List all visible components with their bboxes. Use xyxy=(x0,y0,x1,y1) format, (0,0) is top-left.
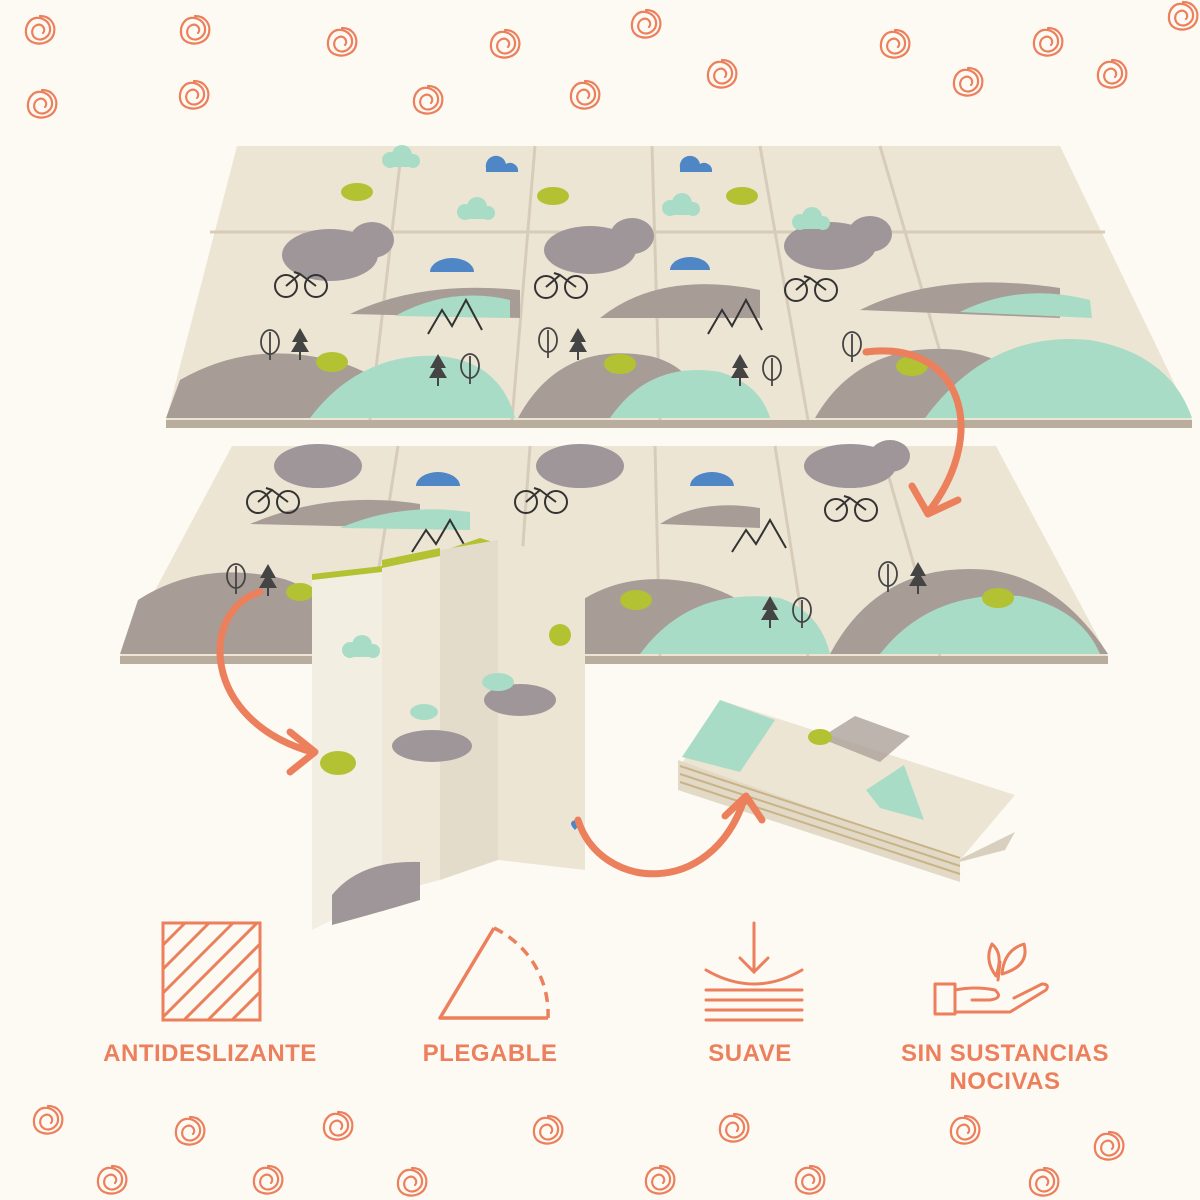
hand-leaves-icon xyxy=(933,942,1049,1016)
mat-accordion-folded xyxy=(312,538,585,930)
scribble-dots-top xyxy=(24,0,1199,119)
soft-layers-arrow-icon xyxy=(704,921,804,1022)
feature-label-antideslizante: ANTIDESLIZANTE xyxy=(103,1040,317,1067)
mat-compact-folded xyxy=(678,700,1015,882)
mat-unfolded xyxy=(166,145,1192,428)
arrow-half-to-accordion xyxy=(216,588,319,776)
diagonal-lines-square-icon xyxy=(161,921,262,1022)
mat-half-folded xyxy=(120,440,1108,664)
arrow-unfolded-to-half xyxy=(862,347,965,518)
feature-label-plegable: PLEGABLE xyxy=(422,1040,558,1067)
feature-label-sin-sustancias-nocivas: SIN SUSTANCIAS NOCIVAS xyxy=(901,1040,1109,1095)
feature-label-suave: SUAVE xyxy=(708,1040,792,1067)
folding-triangle-icon xyxy=(438,926,550,1020)
scribble-dots-bottom xyxy=(32,1104,1125,1197)
arrow-accordion-to-compact xyxy=(574,792,766,878)
